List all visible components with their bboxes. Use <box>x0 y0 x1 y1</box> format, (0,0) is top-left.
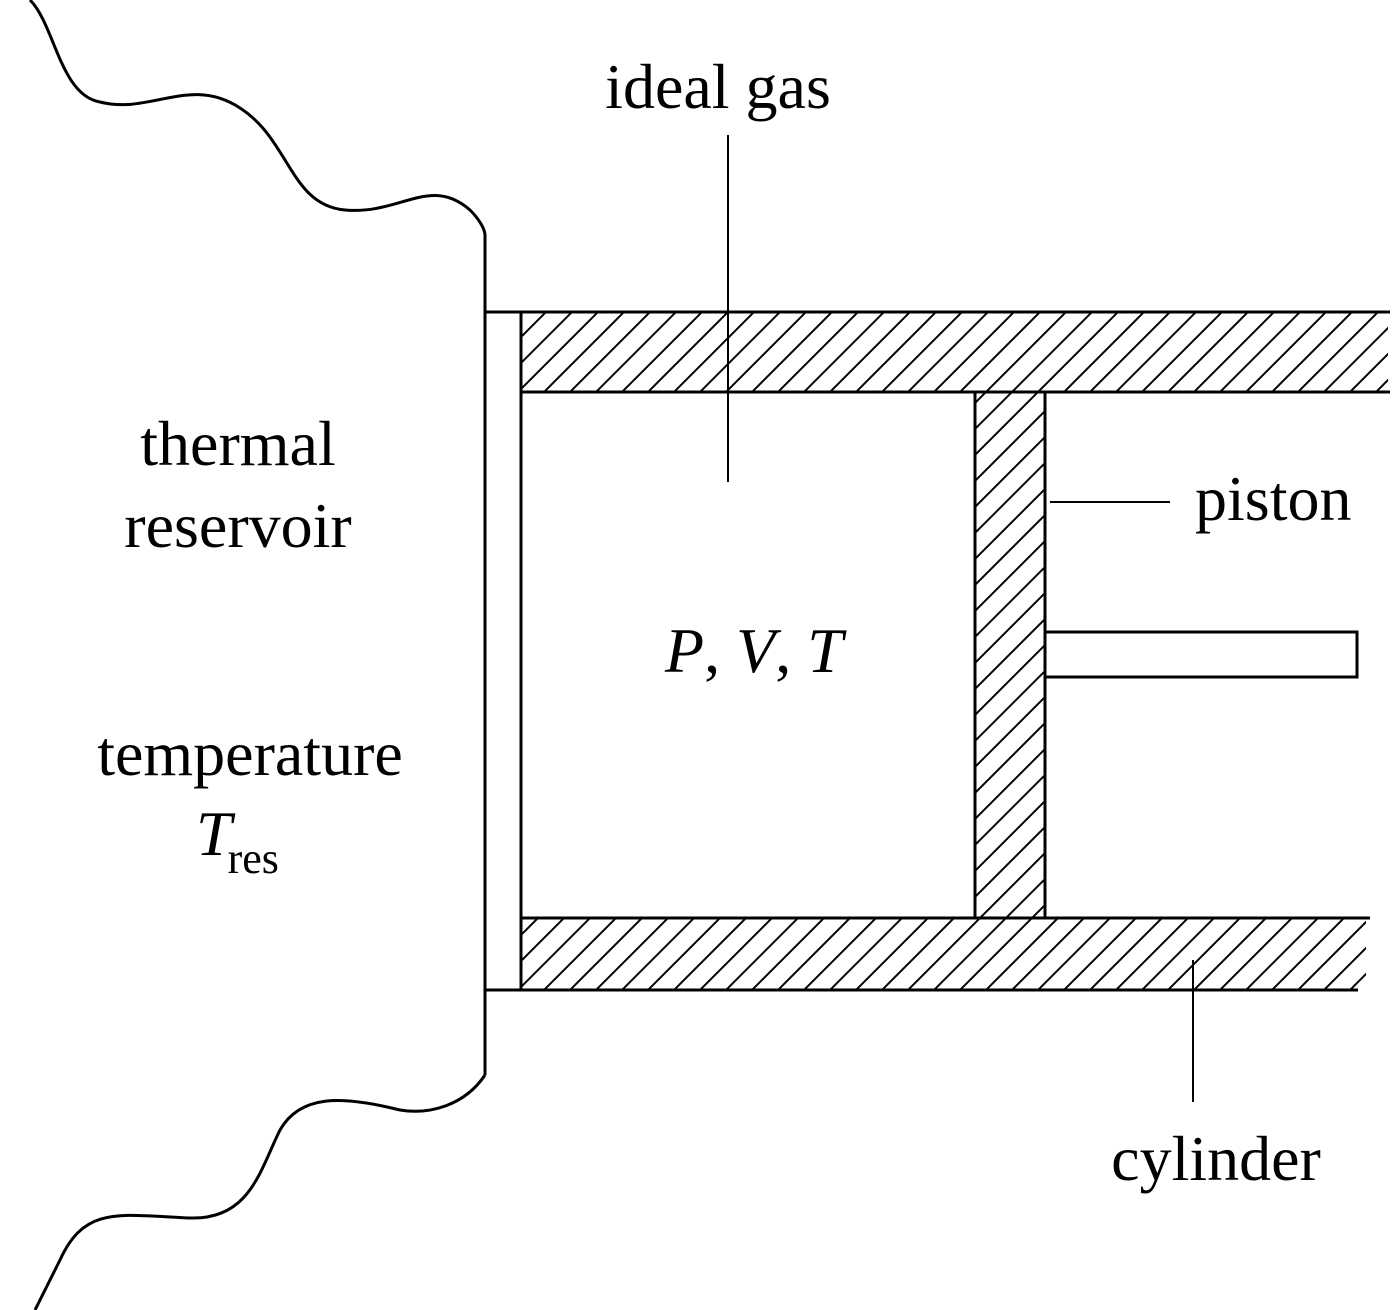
state-p: P <box>664 615 704 686</box>
state-v: V <box>736 615 782 686</box>
piston-label: piston <box>1195 463 1351 534</box>
t-res-symbol: T <box>196 798 236 869</box>
state-sep-1: , <box>704 615 720 686</box>
cylinder-top-wall <box>521 312 1388 392</box>
gas-state-label: P,V,T <box>664 615 847 686</box>
reservoir-boundary-top <box>28 0 487 236</box>
state-t: T <box>807 615 847 686</box>
cylinder-bottom-wall <box>521 918 1366 990</box>
t-res-subscript: res <box>228 834 279 883</box>
piston-head <box>973 390 1047 920</box>
piston-rod <box>1043 630 1359 679</box>
reservoir-boundary-bottom <box>33 1074 487 1310</box>
cylinder-label: cylinder <box>1111 1123 1321 1194</box>
reservoir-label: reservoir <box>124 490 351 561</box>
state-sep-2: , <box>775 615 791 686</box>
thermal-label: thermal <box>140 408 335 479</box>
ideal-gas-label: ideal gas <box>605 51 831 122</box>
reservoir-temperature-symbol: Tres <box>196 798 279 883</box>
temperature-label: temperature <box>97 718 403 789</box>
